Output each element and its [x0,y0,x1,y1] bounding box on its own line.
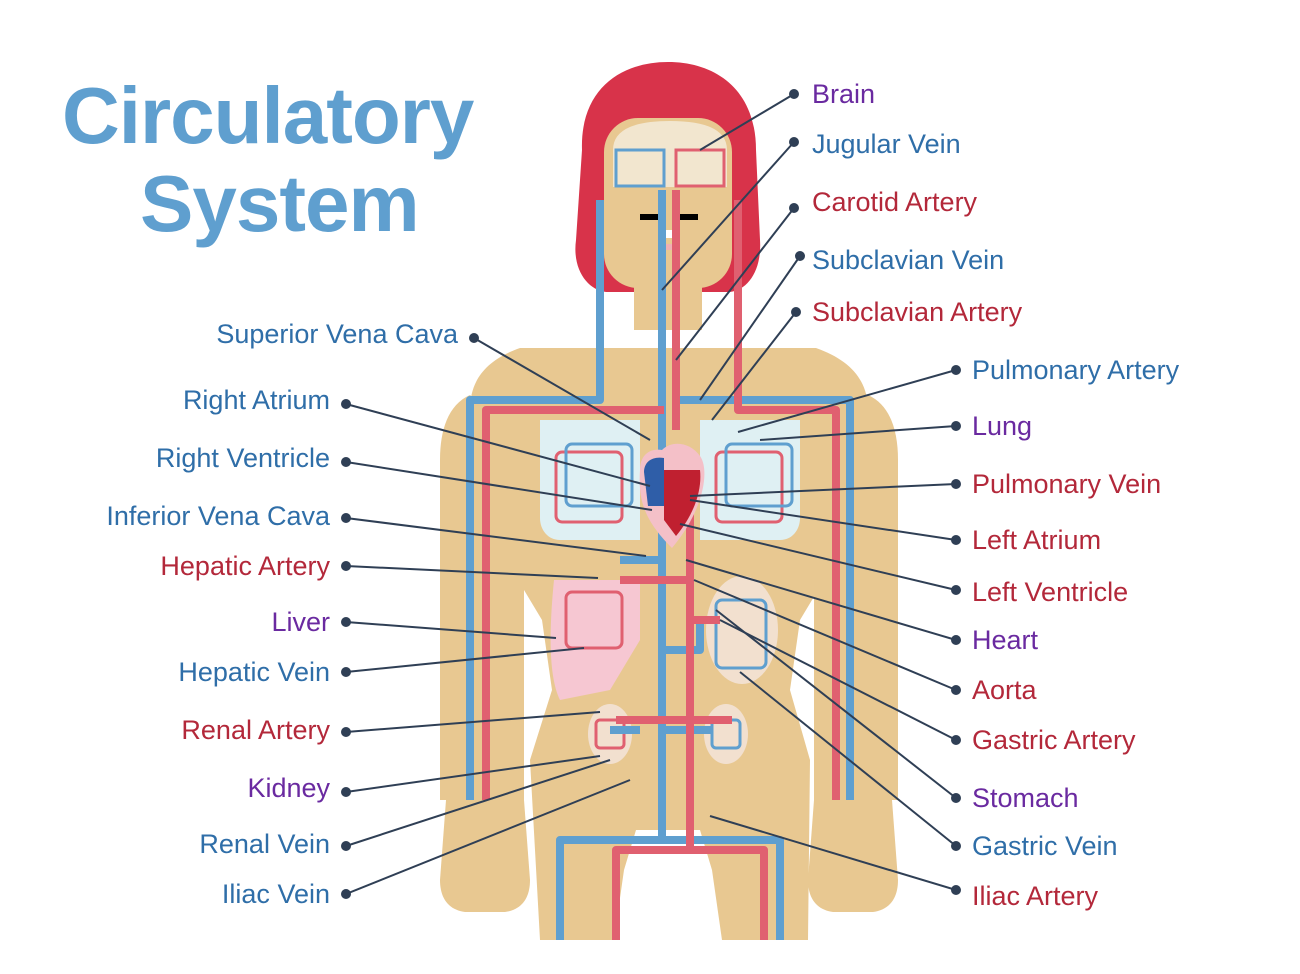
label-pulmonary-vein: Pulmonary Vein [972,468,1161,500]
label-inferior-vena-cava: Inferior Vena Cava [106,500,330,532]
label-jugular-vein: Jugular Vein [812,128,961,160]
label-lung: Lung [972,410,1032,442]
brain [612,120,728,188]
label-liver: Liver [271,606,330,638]
label-iliac-vein: Iliac Vein [222,878,330,910]
label-gastric-vein: Gastric Vein [972,830,1118,862]
label-subclavian-artery: Subclavian Artery [812,296,1022,328]
label-superior-vena-cava: Superior Vena Cava [216,318,458,350]
label-stomach: Stomach [972,782,1079,814]
label-iliac-artery: Iliac Artery [972,880,1098,912]
label-renal-artery: Renal Artery [181,714,330,746]
label-hepatic-vein: Hepatic Vein [178,656,330,688]
label-right-ventricle: Right Ventricle [156,442,330,474]
label-subclavian-vein: Subclavian Vein [812,244,1004,276]
title-line-2: System [140,164,419,244]
label-right-atrium: Right Atrium [183,384,330,416]
label-left-atrium: Left Atrium [972,524,1101,556]
title-line-1: Circulatory [62,76,473,156]
label-aorta: Aorta [972,674,1037,706]
label-heart: Heart [972,624,1038,656]
label-kidney: Kidney [247,772,330,804]
label-renal-vein: Renal Vein [199,828,330,860]
label-pulmonary-artery: Pulmonary Artery [972,354,1179,386]
label-brain: Brain [812,78,875,110]
label-left-ventricle: Left Ventricle [972,576,1128,608]
label-gastric-artery: Gastric Artery [972,724,1136,756]
label-carotid-artery: Carotid Artery [812,186,977,218]
label-hepatic-artery: Hepatic Artery [160,550,330,582]
